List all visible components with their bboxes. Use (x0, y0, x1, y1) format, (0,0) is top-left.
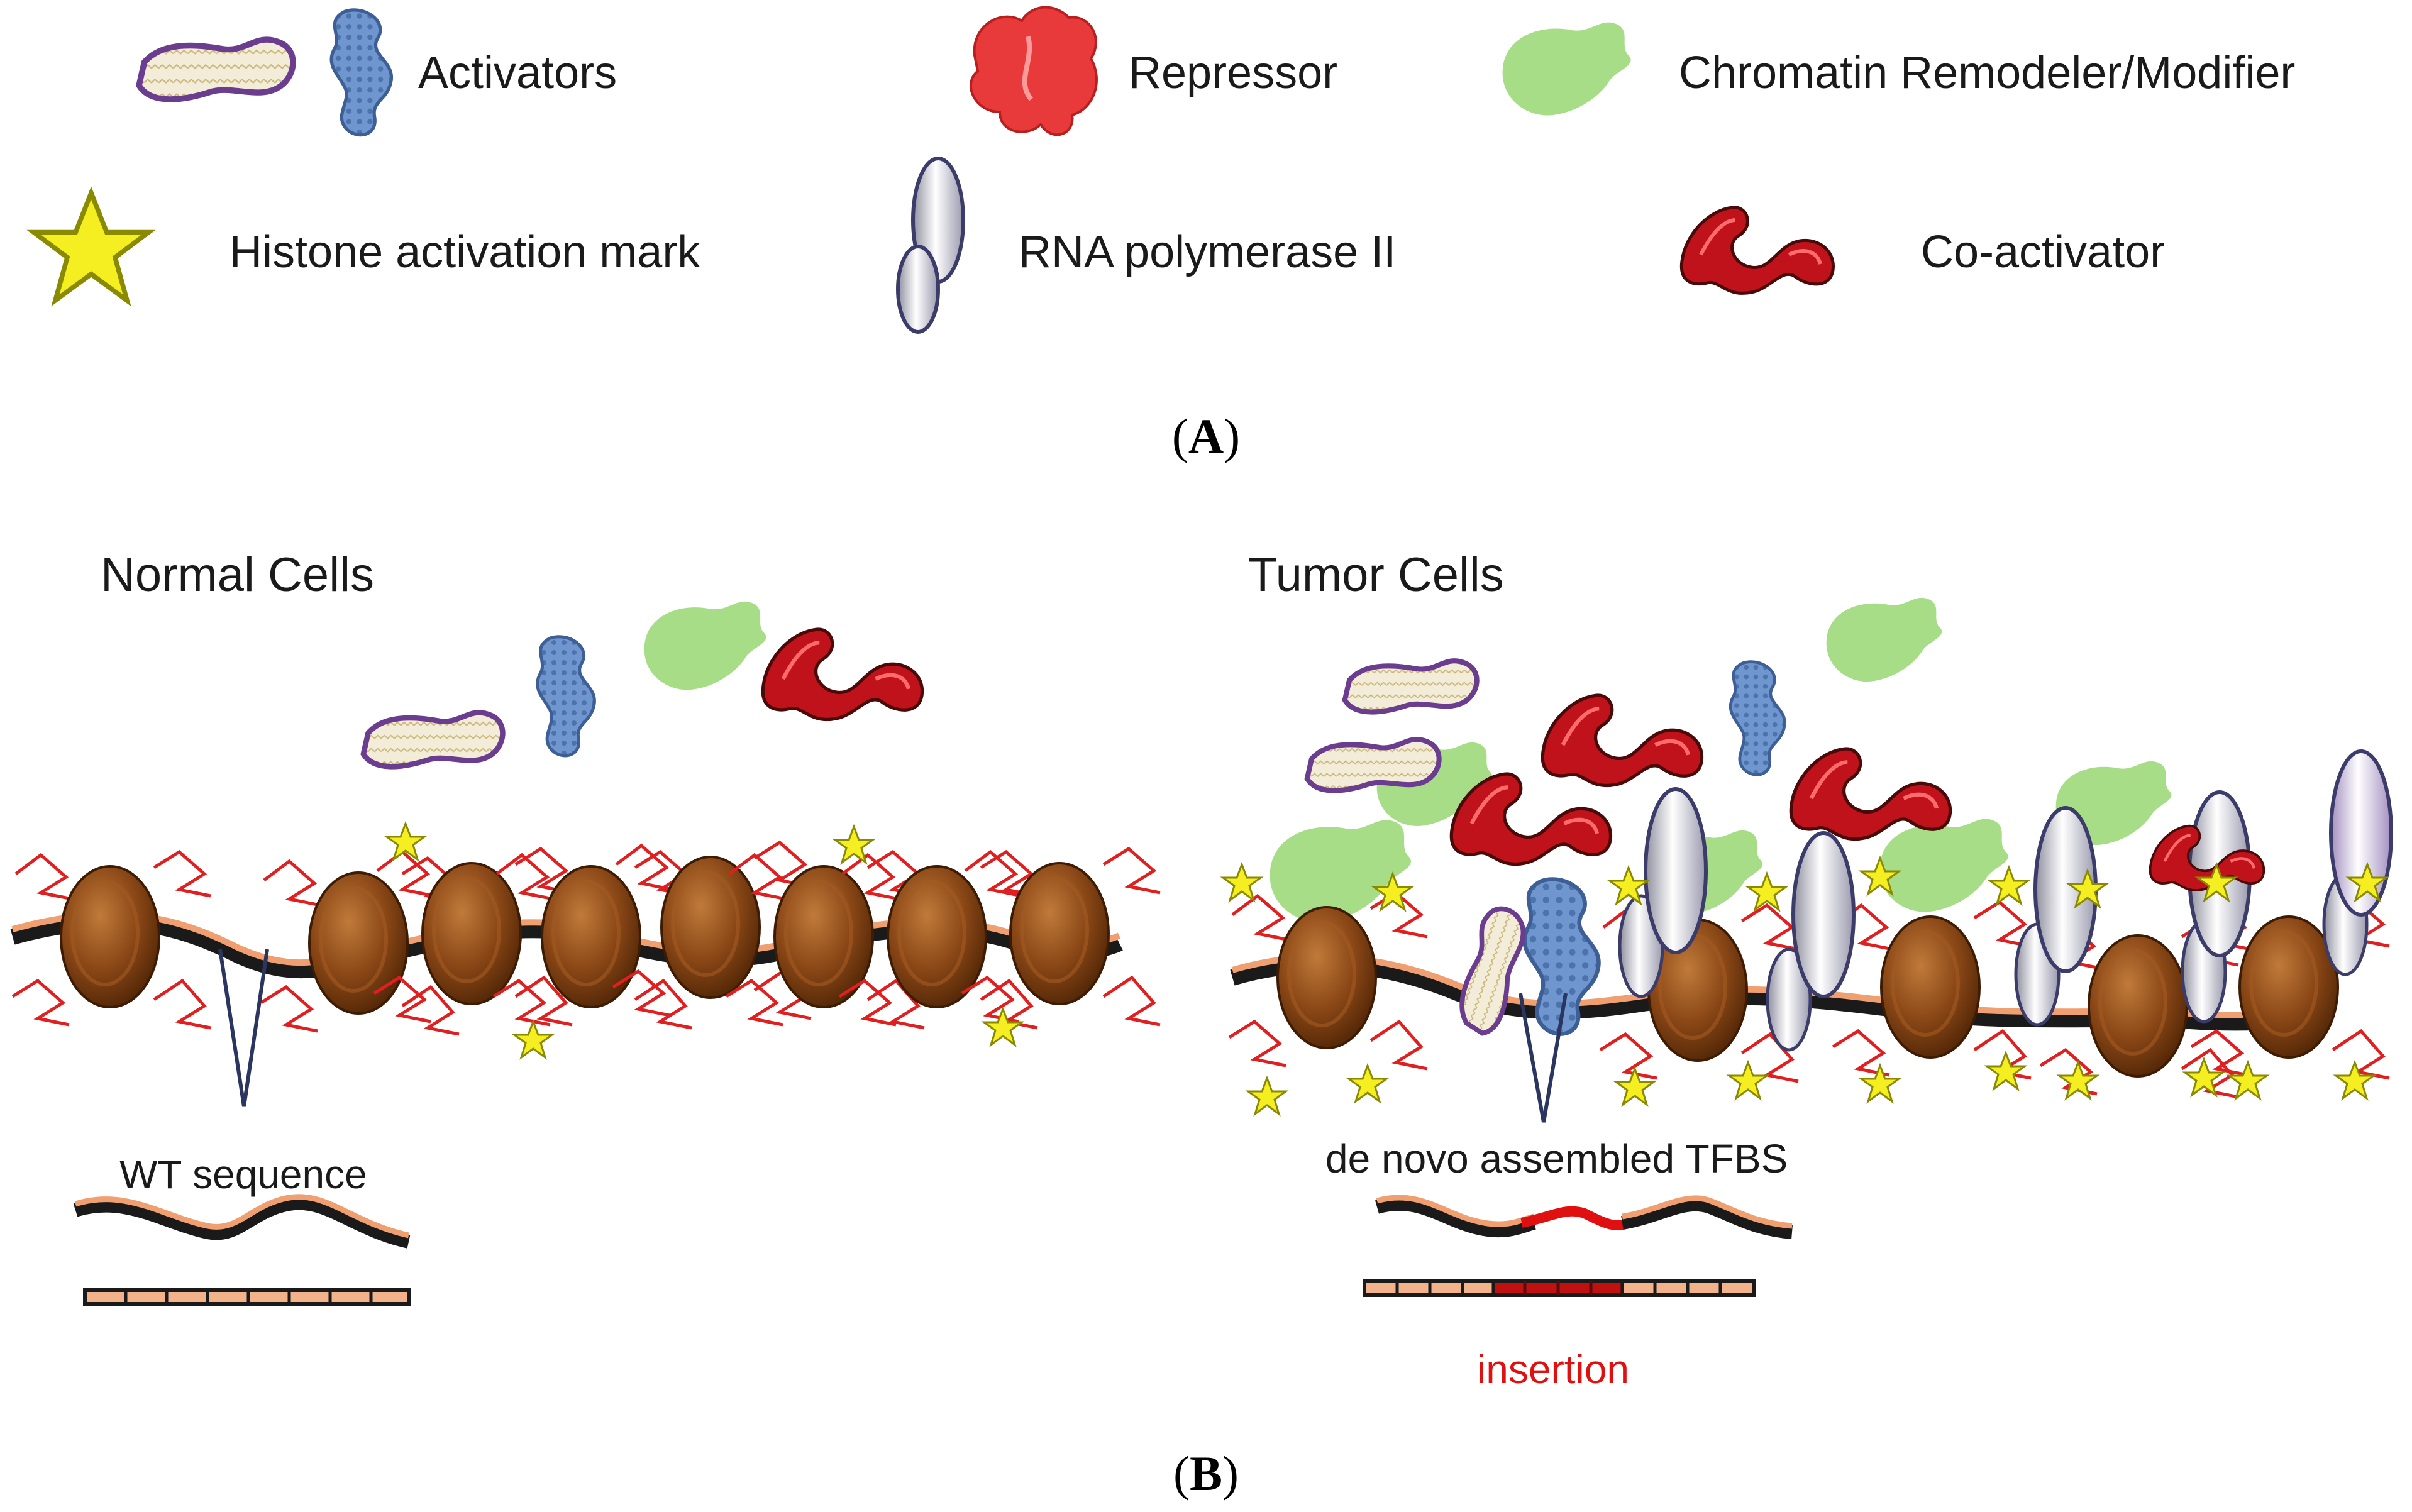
chromatin-remodeler-icon (1502, 22, 1631, 116)
wt-sequence-label: WT sequence (119, 1152, 367, 1197)
legend-coactivator-label: Co-activator (1921, 227, 2165, 277)
tumor-cells-title: Tumor Cells (1248, 548, 1504, 602)
coactivator-icon (1681, 207, 1833, 294)
normal-coactivator (763, 629, 922, 719)
tumor-cells-panel: Tumor Cells (1222, 548, 2391, 1392)
wt-sequence-ribbon (73, 1194, 411, 1249)
normal-activator-beige (363, 712, 502, 766)
de-novo-tfbs-label: de novo assembled TFBS (1325, 1136, 1788, 1181)
panel-b-label: (B) (1173, 1446, 1239, 1501)
histone-mark-icon (34, 193, 148, 301)
legend-rna-pol-label: RNA polymerase II (1019, 227, 1396, 277)
tumor-activator-beige-1 (1345, 661, 1477, 712)
insertion-label: insertion (1477, 1347, 1629, 1392)
wt-sequence-bar (83, 1288, 411, 1306)
insertion-ribbon-segment (1520, 1206, 1631, 1230)
activator-blue-icon (331, 10, 391, 135)
normal-cells-title: Normal Cells (101, 548, 374, 602)
tumor-activator-blue-free (1730, 662, 1784, 775)
normal-cells-panel: Normal Cells (10, 548, 1160, 1306)
tumor-activator-beige-2 (1307, 739, 1439, 790)
rna-polymerase-icon (896, 157, 965, 334)
legend-histone-mark-label: Histone activation mark (230, 227, 700, 277)
tfbs-sequence-bar (1363, 1279, 1756, 1297)
normal-remodeler (644, 601, 766, 690)
normal-activator-blue (538, 637, 595, 756)
repressor-icon (970, 6, 1098, 136)
normal-site-pointer (218, 949, 269, 1107)
legend-activators-label: Activators (418, 48, 617, 98)
tumor-site-pointer (1519, 993, 1568, 1123)
legend-chromatin-remodeler-label: Chromatin Remodeler/Modifier (1679, 48, 2295, 98)
legend: Activators Repressor Chromatin Remodeler… (34, 6, 2295, 334)
tfbs-sequence-ribbon (1375, 1195, 1793, 1239)
panel-a-label: (A) (1172, 409, 1240, 463)
activator-beige-icon (139, 40, 293, 99)
legend-repressor-label: Repressor (1129, 48, 1337, 98)
